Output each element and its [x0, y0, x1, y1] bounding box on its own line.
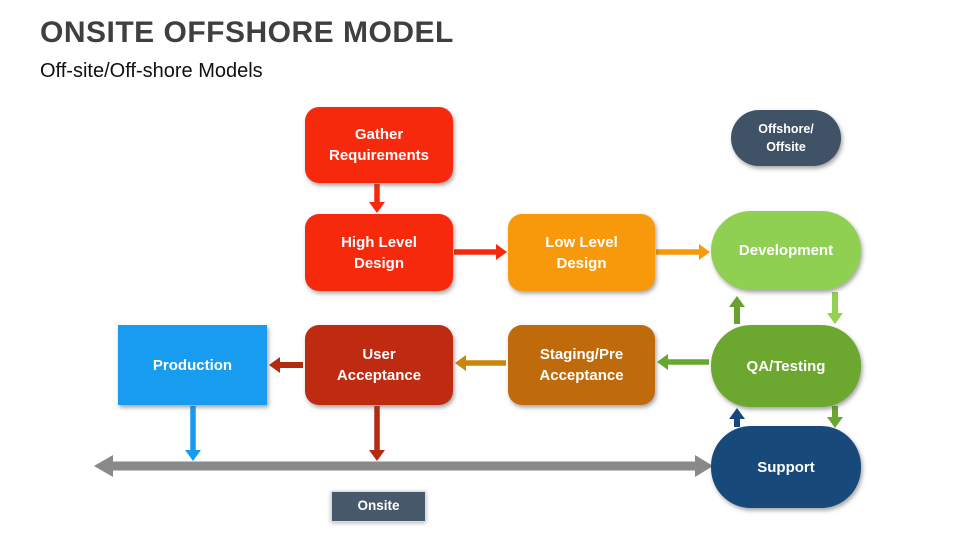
node-production: Production	[118, 325, 267, 405]
arrow-useracceptance-to-timeline	[369, 406, 385, 461]
arrow-hld-to-lld	[454, 244, 507, 260]
arrow-development-to-qa	[827, 292, 843, 324]
node-offshore-offsite-label: Offshore/Offsite	[731, 110, 841, 166]
arrow-head	[185, 450, 201, 461]
arrow-head	[269, 357, 280, 373]
arrow-head	[369, 450, 385, 461]
arrow-head	[729, 408, 745, 419]
node-user-acceptance: User Acceptance	[305, 325, 453, 405]
arrow-head	[699, 244, 710, 260]
arrow-head	[827, 313, 843, 324]
node-onsite-label: Onsite	[331, 491, 426, 522]
arrow-lld-to-development	[656, 244, 710, 260]
arrow-qa-to-support	[827, 406, 843, 428]
page-title: ONSITE OFFSHORE MODEL	[40, 16, 454, 49]
node-staging-pre-acceptance: Staging/Pre Acceptance	[508, 325, 655, 405]
arrow-qa-to-development	[729, 296, 745, 324]
arrow-gather-to-hld	[369, 184, 385, 213]
arrow-head	[729, 296, 745, 307]
arrow-qa-to-staging	[657, 354, 709, 370]
arrow-support-to-qa	[729, 408, 745, 427]
arrow-head	[657, 354, 668, 370]
arrow-head	[455, 355, 466, 371]
arrow-staging-to-useracceptance	[455, 355, 506, 371]
arrow-useracceptance-to-production	[269, 357, 303, 373]
arrow-head	[369, 202, 385, 213]
node-low-level-design: Low Level Design	[508, 214, 655, 291]
page-subtitle: Off-site/Off-shore Models	[40, 60, 263, 82]
arrow-head	[496, 244, 507, 260]
node-development: Development	[711, 211, 861, 290]
arrow-production-to-timeline	[185, 406, 201, 461]
node-gather-requirements: Gather Requirements	[305, 107, 453, 183]
node-high-level-design: High Level Design	[305, 214, 453, 291]
arrow-head-left	[94, 455, 113, 477]
timeline-double-arrow	[94, 455, 713, 477]
node-qa-testing: QA/Testing	[711, 325, 861, 407]
node-support: Support	[711, 426, 861, 508]
